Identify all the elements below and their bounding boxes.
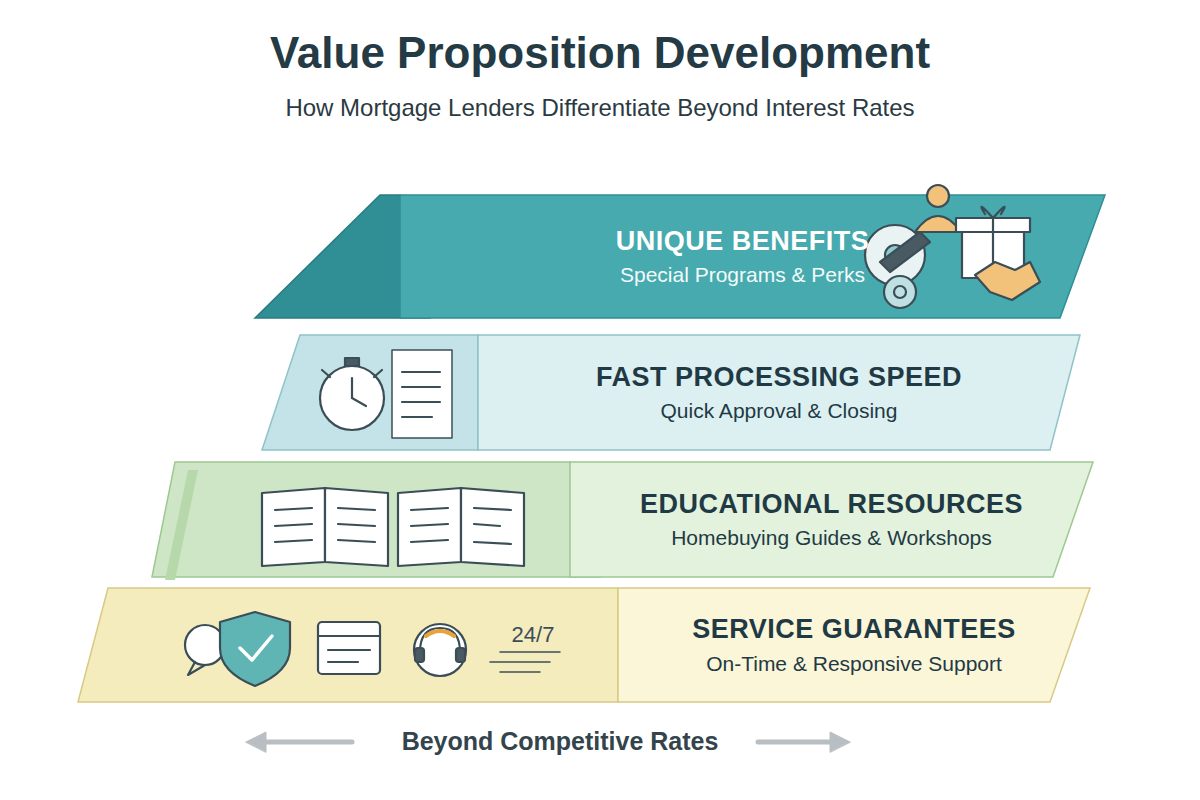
calendar-icon [318,622,380,674]
band-shape [570,462,1093,577]
band-heading: FAST PROCESSING SPEED [596,361,962,393]
shield-icon [220,612,290,686]
band-outline [570,462,1093,577]
handshake-icon [975,262,1040,300]
footer-label: Beyond Competitive Rates [360,727,760,756]
band-subheading: Special Programs & Perks [620,261,865,288]
band-shape [618,588,1090,702]
pyramid-band: SERVICE GUARANTEES On-Time & Responsive S… [618,588,1090,702]
pyramid-band: EDUCATIONAL RESOURCES Homebuying Guides &… [570,462,1093,577]
icon-panel [152,462,600,577]
band-outline [618,588,1090,702]
band-heading: SERVICE GUARANTEES [692,613,1016,645]
band-subheading: Quick Approval & Closing [661,397,898,424]
document-icon [392,350,452,438]
book-icon [262,488,388,566]
band-heading: EDUCATIONAL RESOURCES [640,488,1023,520]
band-subheading: On-Time & Responsive Support [706,650,1002,677]
gear-icon [865,225,930,308]
band-shape [478,335,1080,450]
text-lines [490,652,560,672]
headset-icon [414,624,466,676]
band-heading: UNIQUE BENEFITS [616,225,870,257]
icon-panel [262,335,478,450]
pyramid-band: FAST PROCESSING SPEED Quick Approval & Cl… [478,335,1080,450]
band-outline [478,335,1080,450]
icon-panel [78,588,618,702]
book-icon [398,488,524,566]
panel-shadow [165,470,198,580]
diagram-title: Value Proposition Development [0,28,1200,78]
stopwatch-icon [320,358,384,430]
subtitle: How Mortgage Lenders Differentiate Beyon… [0,94,1200,122]
band-subheading: Homebuying Guides & Workshops [671,524,992,551]
band-outline [400,195,1105,318]
hours-label: 24/7 [498,622,568,648]
person-icon [915,185,961,232]
